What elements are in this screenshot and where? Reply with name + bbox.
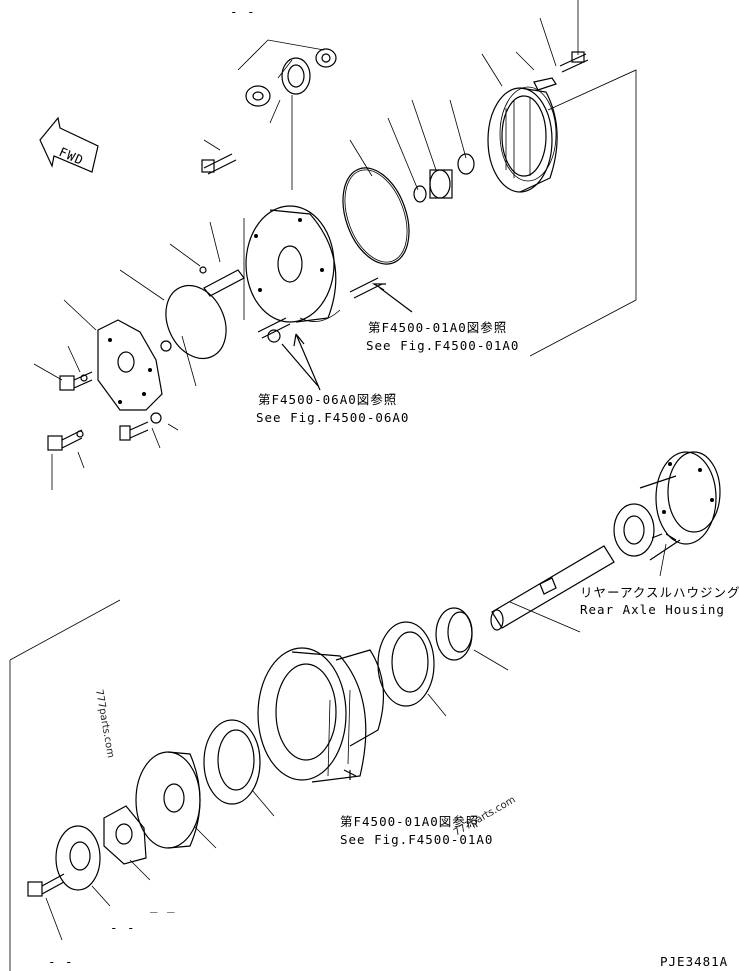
ref-bottom-en: See Fig.F4500-01A0	[340, 832, 493, 847]
svg-text:- -: - -	[48, 954, 74, 969]
lock-washer	[55, 825, 111, 907]
oil-seal	[435, 607, 509, 671]
ref-note-center: 第F4500-06A0図参照 See Fig.F4500-06A0	[256, 392, 409, 425]
bolt-lower	[27, 873, 65, 941]
flange	[135, 751, 217, 849]
ref-upper-right-jp: 第F4500-01A0図参照	[368, 320, 507, 335]
ref-note-bottom: 第F4500-01A0図参照 See Fig.F4500-01A0	[9, 599, 493, 971]
svg-text:- -: - -	[110, 920, 136, 935]
ring-gear	[487, 86, 558, 193]
watermark-left: 777parts.com	[93, 689, 116, 759]
ref-center-jp: 第F4500-06A0図参照	[258, 392, 397, 407]
ref-upper-right-en: See Fig.F4500-01A0	[366, 338, 519, 353]
planetary-housing	[257, 647, 385, 783]
svg-text:_ _: _ _	[150, 898, 176, 913]
o-ring-large	[342, 167, 410, 265]
roller-bearing-lower	[203, 719, 275, 817]
plug-bolts	[33, 269, 197, 490]
needle-bearing	[413, 153, 475, 203]
reference-arrows	[281, 283, 413, 391]
axle-shaft	[490, 545, 615, 633]
bearing-mid	[377, 621, 447, 717]
fwd-arrow-icon: FWD	[39, 116, 99, 173]
housing-label-jp: リヤーアクスルハウジング	[580, 585, 739, 600]
cover-plate	[97, 319, 172, 424]
bolt-top-right	[533, 51, 589, 91]
drawing-code: PJE3481A	[660, 954, 728, 969]
svg-text:- -: - -	[230, 4, 256, 19]
pin-and-bolt	[169, 139, 245, 320]
housing-label-en: Rear Axle Housing	[580, 602, 725, 617]
ref-center-en: See Fig.F4500-06A0	[256, 410, 409, 425]
roller-bearing-small	[245, 48, 337, 107]
rear-axle-housing: リヤーアクスルハウジング Rear Axle Housing	[580, 451, 739, 617]
retainer-plate	[103, 805, 151, 881]
ref-note-upper-right: 第F4500-01A0図参照 See Fig.F4500-01A0	[366, 320, 519, 353]
stud-bolt	[257, 277, 383, 343]
leader-lines-top	[237, 0, 637, 357]
ref-bottom-jp: 第F4500-01A0図参照	[340, 814, 479, 829]
fwd-label: FWD	[57, 144, 86, 168]
o-ring-medium	[165, 284, 227, 360]
planet-carrier	[245, 205, 341, 323]
